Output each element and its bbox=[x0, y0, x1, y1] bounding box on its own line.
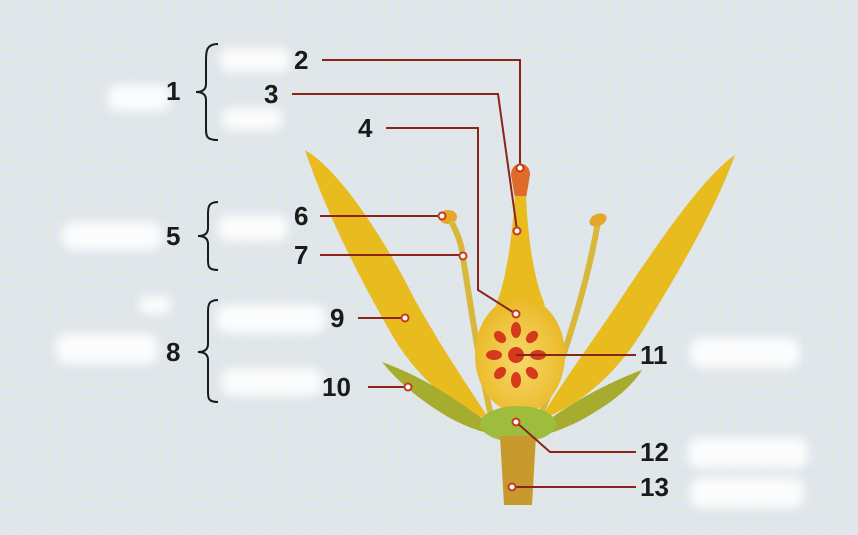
dot-9 bbox=[402, 315, 409, 322]
blank-8d bbox=[140, 296, 170, 314]
blank-12 bbox=[688, 438, 808, 468]
blank-5a bbox=[62, 222, 162, 250]
label-1: 1 bbox=[166, 76, 180, 106]
label-5: 5 bbox=[166, 221, 180, 251]
label-3: 3 bbox=[264, 79, 278, 109]
blank-8b bbox=[216, 305, 326, 333]
label-2: 2 bbox=[294, 45, 308, 75]
blank-13 bbox=[690, 478, 804, 508]
blank-1c bbox=[222, 108, 282, 130]
blank-8c bbox=[222, 368, 322, 396]
label-9: 9 bbox=[330, 303, 344, 333]
blank-8a bbox=[56, 334, 158, 364]
label-13: 13 bbox=[640, 472, 669, 502]
flower-stalk bbox=[500, 436, 536, 505]
blank-1a bbox=[108, 85, 170, 111]
dot-7 bbox=[460, 253, 467, 260]
blank-1b bbox=[220, 48, 290, 72]
label-4: 4 bbox=[358, 113, 373, 143]
dot-2 bbox=[517, 165, 524, 172]
dot-6 bbox=[439, 213, 446, 220]
label-7: 7 bbox=[294, 240, 308, 270]
label-10: 10 bbox=[322, 372, 351, 402]
label-12: 12 bbox=[640, 437, 669, 467]
dot-13 bbox=[509, 484, 516, 491]
label-11: 11 bbox=[640, 340, 668, 370]
label-6: 6 bbox=[294, 201, 308, 231]
dot-4 bbox=[513, 311, 520, 318]
blank-5b bbox=[218, 215, 288, 241]
dot-10 bbox=[405, 384, 412, 391]
blank-11 bbox=[690, 338, 800, 368]
label-8: 8 bbox=[166, 337, 180, 367]
dot-3 bbox=[514, 228, 521, 235]
dot-12 bbox=[513, 419, 520, 426]
